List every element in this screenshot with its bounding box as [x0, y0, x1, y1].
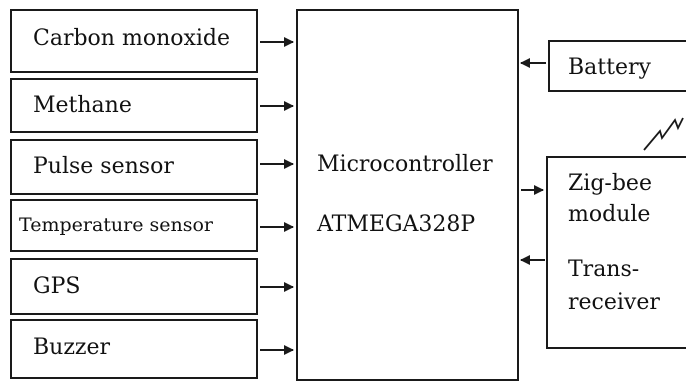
carbon-monoxide-block: Carbon monoxide	[10, 9, 258, 73]
battery-label: Battery	[568, 55, 651, 80]
pulse-sensor-block: Pulse sensor	[10, 139, 258, 195]
microcontroller-model-label: ATMEGA328P	[317, 212, 476, 237]
zigbee-label-line3: Trans-	[568, 257, 640, 282]
microcontroller-label: Microcontroller	[317, 152, 493, 177]
zigbee-module-block: Zig-bee module Trans- receiver	[546, 156, 686, 349]
methane-label: Methane	[33, 93, 132, 118]
temperature-sensor-block: Temperature sensor	[10, 199, 258, 252]
zigbee-label-line4: receiver	[568, 290, 660, 315]
microcontroller-block: Microcontroller ATMEGA328P	[296, 9, 519, 381]
antenna-lightning-icon	[643, 117, 684, 151]
pulse-sensor-label: Pulse sensor	[33, 154, 174, 179]
temperature-sensor-label: Temperature sensor	[19, 214, 214, 236]
zigbee-label-line1: Zig-bee	[568, 171, 652, 196]
carbon-monoxide-label: Carbon monoxide	[33, 26, 231, 51]
connection-arrows	[260, 37, 684, 355]
gps-label: GPS	[33, 274, 81, 299]
buzzer-label: Buzzer	[33, 335, 111, 360]
battery-block: Battery	[548, 40, 686, 92]
methane-block: Methane	[10, 78, 258, 133]
gps-block: GPS	[10, 258, 258, 315]
zigbee-label-line2: module	[568, 202, 651, 227]
